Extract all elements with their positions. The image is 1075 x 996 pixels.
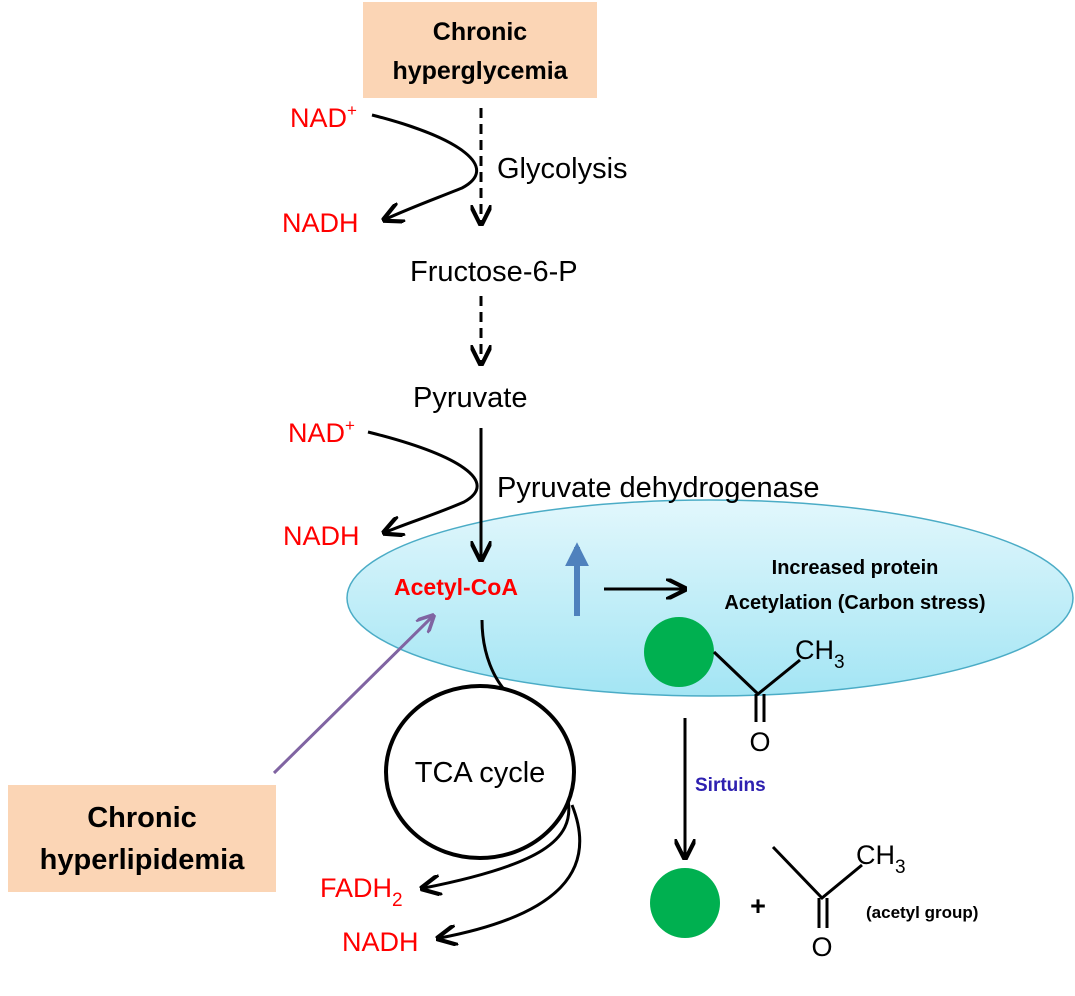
hyperlipidemia-line2: hyperlipidemia: [40, 844, 246, 876]
glycolysis-label: Glycolysis: [497, 153, 628, 185]
nad-mid-label: NAD+: [288, 416, 355, 448]
nadh-top-label: NADH: [282, 208, 359, 238]
hyperglycemia-box: Chronic hyperglycemia: [363, 2, 597, 98]
acetyl-group-label: (acetyl group): [866, 903, 978, 922]
mitochondrion-ellipse: [346, 499, 1074, 697]
hyperglycemia-line2: hyperglycemia: [392, 57, 568, 85]
hyperlipidemia-box-bg: [8, 785, 276, 892]
nadh-bottom-arrow: [440, 804, 582, 938]
acetylated-protein-circle: [644, 617, 714, 687]
hyperglycemia-box-bg: [363, 2, 597, 98]
pdh-label: Pyruvate dehydrogenase: [497, 472, 819, 504]
deacetylated-protein-circle: [650, 868, 720, 938]
nad-top-arrow: [371, 113, 479, 219]
ch3-bottom-label: CH3: [856, 840, 906, 878]
oxygen-top-label: O: [749, 727, 770, 757]
plus-sign: +: [750, 891, 766, 921]
nadh-bottom-label: NADH: [342, 927, 419, 957]
fructose-label: Fructose-6-P: [410, 256, 578, 288]
pyruvate-label: Pyruvate: [413, 382, 527, 414]
fadh2-arrow: [424, 799, 571, 888]
nadh-mid-label: NADH: [283, 521, 360, 551]
fadh2-label: FADH2: [320, 873, 403, 911]
acetylation-line1: Increased protein: [772, 557, 939, 579]
sirtuins-label: Sirtuins: [695, 775, 766, 796]
tca-cycle-label: TCA cycle: [415, 757, 546, 789]
hyperlipidemia-arrow: [272, 617, 432, 775]
tca-cycle-circle: [384, 684, 576, 860]
acetylation-line2: Acetylation (Carbon stress): [724, 592, 985, 614]
nad-top-label: NAD+: [290, 101, 357, 133]
acetyl-coa-label: Acetyl-CoA: [394, 574, 518, 600]
acetyl-bond-bottom: [771, 845, 863, 901]
oxygen-bottom-label: O: [811, 932, 832, 962]
hyperglycemia-line1: Chronic: [433, 18, 528, 46]
ch3-top-label: CH3: [795, 635, 845, 673]
acetyl-bond-top: [712, 650, 801, 696]
nad-mid-arrow: [367, 430, 479, 532]
hyperlipidemia-line1: Chronic: [87, 802, 197, 834]
hyperlipidemia-box: Chronic hyperlipidemia: [8, 785, 276, 892]
